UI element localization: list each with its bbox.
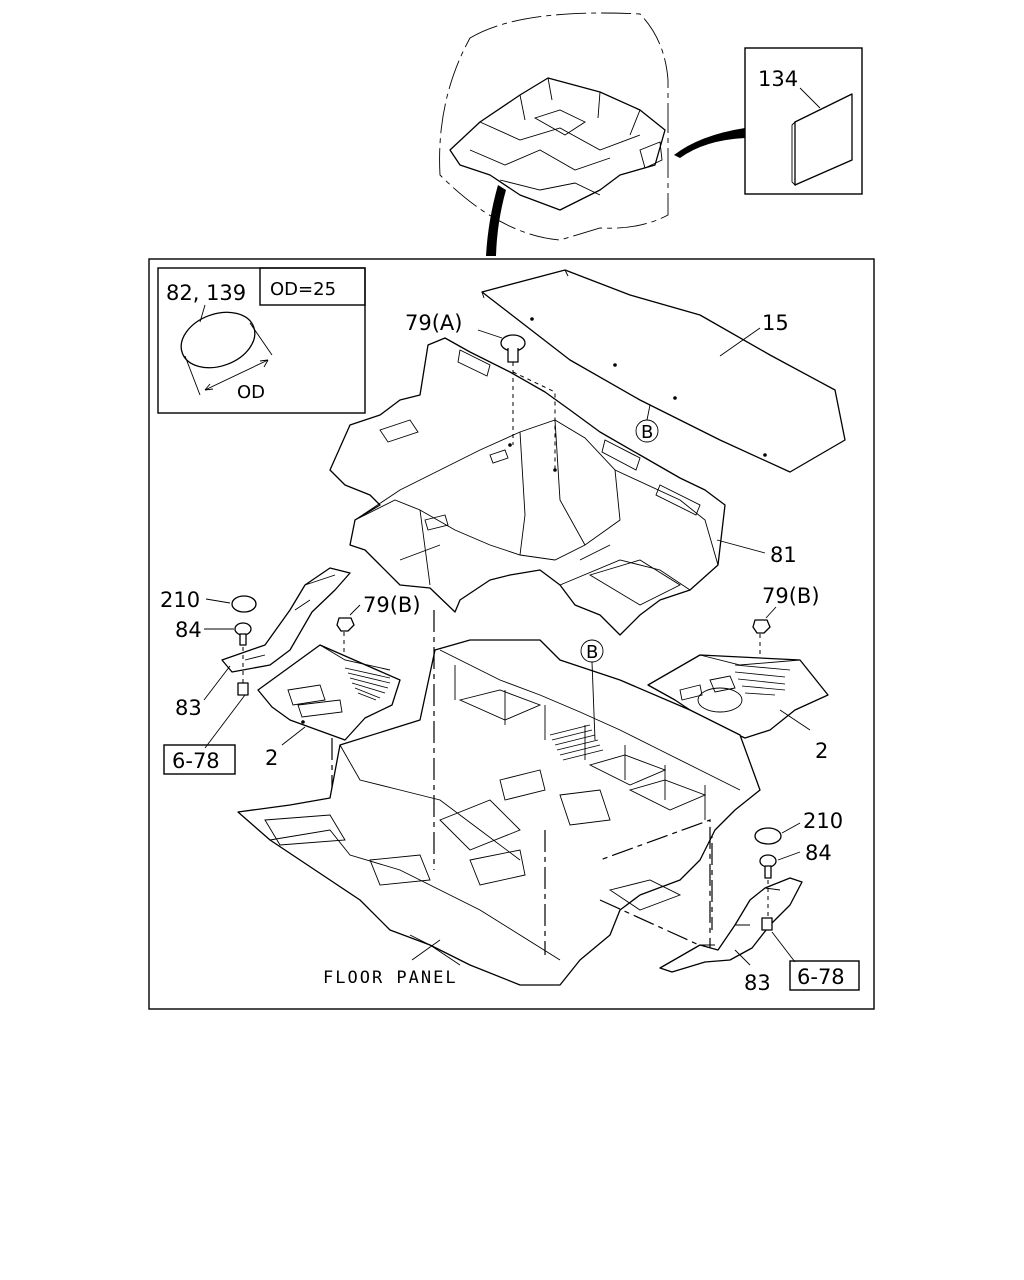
right-side-parts: 79(B) 2 bbox=[647, 584, 829, 930]
ref-6-78-right: 6-78 bbox=[797, 965, 845, 989]
ref-6-78-left: 6-78 bbox=[172, 749, 220, 773]
callout-15: 15 bbox=[762, 311, 789, 335]
floor-panel-illustration: FLOOR PANEL B bbox=[237, 610, 761, 988]
callout-79b-right: 79(B) bbox=[762, 584, 820, 608]
callout-210-right: 210 bbox=[803, 809, 843, 833]
callout-79a: 79(A) bbox=[405, 311, 462, 335]
callout-79b-left: 79(B) bbox=[363, 593, 421, 617]
callout-83-left: 83 bbox=[175, 696, 202, 720]
right-lower-parts: 210 84 83 6-78 bbox=[659, 809, 860, 995]
marker-b-top: B bbox=[641, 422, 653, 443]
inset-od-label: OD bbox=[237, 382, 265, 403]
callout-2-right: 2 bbox=[815, 739, 828, 763]
callout-83-right: 83 bbox=[744, 971, 771, 995]
part-15-panel: 15 B bbox=[481, 269, 846, 473]
callout-81: 81 bbox=[770, 543, 797, 567]
part-134-box: 134 bbox=[744, 47, 863, 195]
part-79a-clip: 79(A) bbox=[405, 311, 556, 470]
od-spec-inset: 82, 139 OD=25 OD bbox=[157, 267, 366, 414]
callout-2-left: 2 bbox=[265, 746, 278, 770]
inset-od-spec: OD=25 bbox=[270, 279, 336, 300]
cab-overview-illustration bbox=[439, 12, 745, 256]
marker-b-mid: B bbox=[586, 642, 598, 663]
callout-134: 134 bbox=[758, 67, 798, 91]
callout-84-right: 84 bbox=[805, 841, 832, 865]
left-side-parts: 210 84 83 6-78 79(B) 2 bbox=[160, 567, 421, 810]
floor-panel-label: FLOOR PANEL bbox=[323, 968, 458, 988]
main-diagram-frame bbox=[148, 258, 875, 1010]
callout-84-left: 84 bbox=[175, 618, 202, 642]
part-81-carpet: 81 bbox=[329, 337, 797, 636]
inset-part-numbers: 82, 139 bbox=[166, 281, 246, 305]
callout-210-left: 210 bbox=[160, 588, 200, 612]
